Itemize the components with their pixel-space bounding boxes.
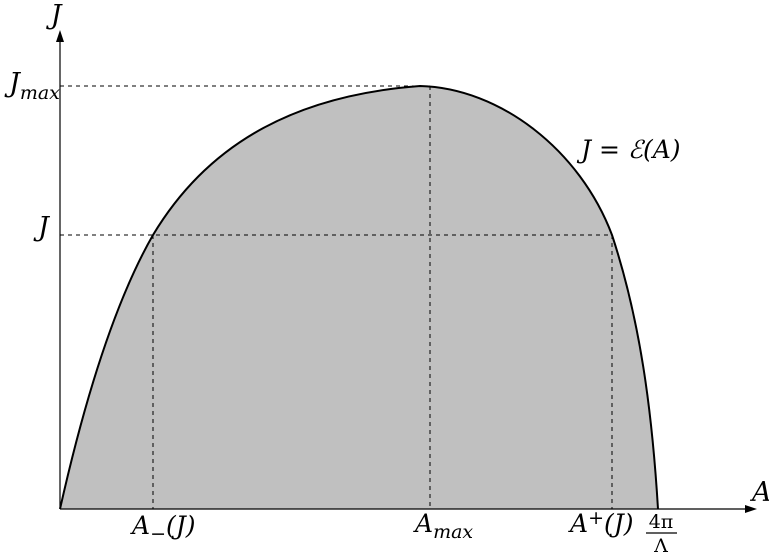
a-minus-arg: (J) <box>166 511 196 540</box>
a-minus-main: A <box>130 511 150 540</box>
a-plus-sub: + <box>588 507 604 529</box>
shaded-region <box>60 86 658 509</box>
curve-label: J = ℰ(A) <box>576 135 681 164</box>
a-plus-main: A <box>568 509 588 538</box>
x-axis-arrow <box>745 505 757 513</box>
a-minus-sub: − <box>150 523 166 545</box>
jmax-main: J <box>4 68 22 99</box>
jmax-label: Jmax <box>4 68 60 104</box>
a-plus-label: A+(J) <box>568 507 634 538</box>
y-axis-arrow <box>56 30 64 42</box>
a-plus-arg: (J) <box>604 509 634 538</box>
jmax-sub: max <box>20 82 60 104</box>
frac-denominator: Λ <box>653 535 668 555</box>
four-pi-over-lambda: 4π Λ <box>646 511 677 555</box>
a-max-main: A <box>413 509 433 538</box>
x-axis-label: A <box>749 477 769 508</box>
a-minus-label: A−(J) <box>130 511 196 545</box>
a-max-sub: max <box>433 521 473 543</box>
a-max-label: Amax <box>413 509 473 543</box>
j-level-label: J <box>33 212 51 243</box>
frac-numerator: 4π <box>649 511 674 533</box>
energy-curve <box>59 84 659 510</box>
y-axis-label: J <box>46 0 64 31</box>
